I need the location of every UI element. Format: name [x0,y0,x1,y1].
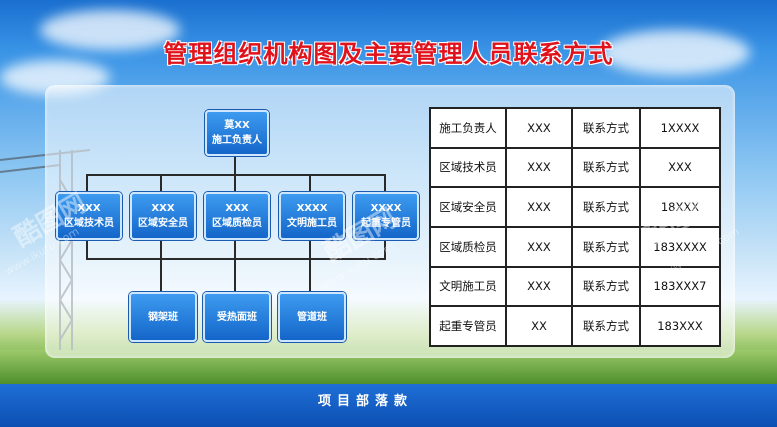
org-node-name: XXX [77,203,101,214]
role-cell: 文明施工员 [429,265,507,308]
connector-line [86,258,386,260]
connector-line [86,174,386,176]
org-node-lead: 莫XX 施工负责人 [205,110,269,156]
org-node-name: 莫XX [224,120,250,131]
name-cell: XXX [505,146,573,189]
label-cell: 联系方式 [571,225,641,268]
org-node-team-label: 受热面班 [217,311,257,323]
org-node-name: XXX [225,203,249,214]
footer-text: 项目部落款 [318,394,414,409]
org-node-name: XXX [151,203,175,214]
connector-line [160,174,162,192]
label-cell: 联系方式 [571,265,641,308]
connector-line [234,153,236,175]
connector-line [309,174,311,192]
phone-cell: 18XXX [639,186,721,228]
org-node-team: 受热面班 [203,292,271,342]
name-cell: XX [505,305,573,347]
role-cell: 起重专管员 [429,305,507,347]
connector-line [234,238,236,260]
org-node-team: 管道班 [278,292,346,342]
contact-table: 施工负责人 XXX 联系方式 1XXXX 区域技术员 XXX 联系方式 XXX … [429,107,721,347]
org-node-team-label: 管道班 [297,311,327,323]
org-node-role: 施工负责人 [212,135,262,146]
label-cell: 联系方式 [571,305,641,347]
org-node-manager: XXX 区域质检员 [204,192,270,240]
phone-cell: 1XXXX [639,107,721,149]
name-cell: XXX [505,186,573,228]
role-cell: 区域技术员 [429,146,507,189]
name-cell: XXX [505,265,573,308]
org-node-role: 起重专管员 [361,218,411,229]
role-cell: 区域质检员 [429,225,507,268]
org-node-role: 区域安全员 [138,218,188,229]
connector-line [160,238,162,260]
page-title: 管理组织机构图及主要管理人员联系方式 [163,40,614,68]
role-cell: 施工负责人 [429,107,507,149]
footer-bar [0,384,777,427]
table-row: 起重专管员 XX 联系方式 183XXX [429,305,721,347]
connector-line [309,238,311,260]
org-node-name: XXXX [370,203,402,214]
org-node-name: XXXX [296,203,328,214]
org-node-manager: XXX 区域安全员 [130,192,196,240]
org-node-role: 区域质检员 [212,218,262,229]
connector-line [309,258,311,292]
org-node-manager: XXXX 起重专管员 [353,192,419,240]
label-cell: 联系方式 [571,107,641,149]
table-row: 文明施工员 XXX 联系方式 183XXX7 [429,265,721,308]
phone-cell: 183XXXX [639,225,721,268]
phone-cell: XXX [639,146,721,189]
cloud [40,10,180,50]
role-cell: 区域安全员 [429,186,507,228]
table-row: 区域技术员 XXX 联系方式 XXX [429,146,721,189]
connector-line [234,258,236,292]
phone-cell: 183XXX7 [639,265,721,308]
label-cell: 联系方式 [571,146,641,189]
connector-line [234,174,236,192]
name-cell: XXX [505,107,573,149]
cloud [600,30,750,75]
phone-cell: 183XXX [639,305,721,347]
label-cell: 联系方式 [571,186,641,228]
org-node-team: 钢架班 [129,292,197,342]
org-node-role: 区域技术员 [64,218,114,229]
table-row: 区域安全员 XXX 联系方式 18XXX [429,186,721,228]
org-node-manager: XXXX 文明施工员 [279,192,345,240]
name-cell: XXX [505,225,573,268]
connector-line [160,258,162,292]
org-node-team-label: 钢架班 [148,311,178,323]
table-row: 区域质检员 XXX 联系方式 183XXXX [429,225,721,268]
table-row: 施工负责人 XXX 联系方式 1XXXX [429,107,721,149]
org-node-role: 文明施工员 [287,218,337,229]
org-node-manager: XXX 区域技术员 [56,192,122,240]
